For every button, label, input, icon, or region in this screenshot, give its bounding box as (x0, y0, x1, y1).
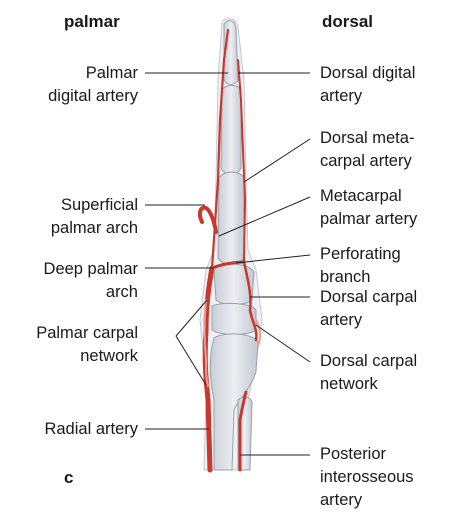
palmar-header: palmar (64, 12, 120, 32)
panel-letter: c (64, 468, 73, 488)
label-dorsal-digital-artery: Dorsal digital artery (320, 62, 415, 108)
proximal-phalanx (218, 172, 244, 264)
label-dorsal-carpal-network: Dorsal carpal network (320, 350, 417, 396)
label-posterior-interosseous-artery: Posterior interosseous artery (320, 443, 414, 512)
label-superficial-palmar-arch: Superficial palmar arch (51, 194, 138, 240)
label-deep-palmar-arch: Deep palmar arch (44, 258, 138, 304)
label-dorsal-carpal-artery: Dorsal carpal artery (320, 286, 417, 332)
leader-dorsal-carpal-network (256, 325, 310, 362)
label-palmar-digital-artery: Palmar digital artery (48, 62, 138, 108)
leader-dorsal-metacarpal (244, 139, 310, 182)
label-metacarpal-palmar-artery: Metacarpal palmar artery (320, 185, 417, 231)
label-radial-artery: Radial artery (44, 418, 138, 441)
dorsal-header: dorsal (322, 12, 373, 32)
label-perforating-branch: Perforating branch (320, 243, 401, 289)
superficial-arch-vessel (200, 208, 216, 232)
label-palmar-carpal-network: Palmar carpal network (36, 322, 138, 368)
label-dorsal-metacarpal-artery: Dorsal meta- carpal artery (320, 127, 414, 173)
middle-phalanx (221, 86, 241, 175)
leader-palmar-carpal-2 (176, 336, 206, 385)
